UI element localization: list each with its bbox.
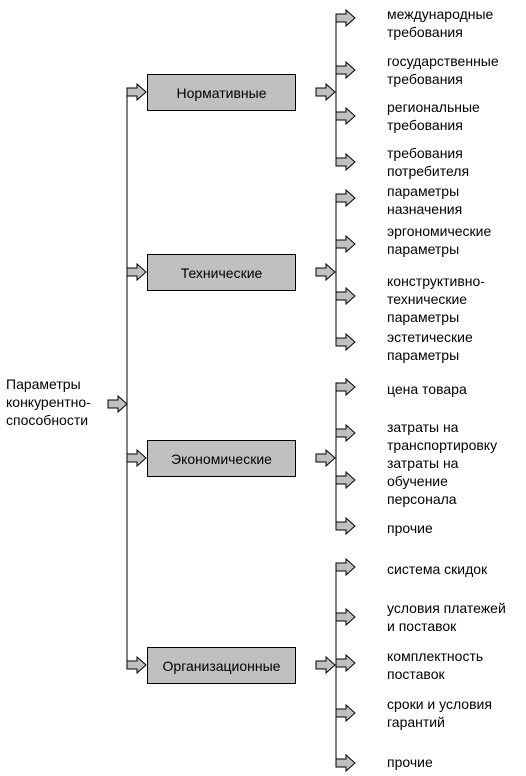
leaf-item: конструктивно- технические параметры xyxy=(387,272,523,326)
leaf-line: система скидок xyxy=(387,561,488,577)
arrow-icon xyxy=(335,152,356,172)
arrow-icon xyxy=(126,655,147,675)
arrow-icon xyxy=(315,82,336,102)
leaf-line: международные xyxy=(387,6,494,22)
leaf-line: параметры xyxy=(387,309,460,325)
leaf-line: комплектность xyxy=(387,648,484,664)
arrow-icon xyxy=(335,332,356,352)
leaf-line: параметры xyxy=(387,347,460,363)
root-label-line: Параметры xyxy=(6,376,81,392)
leaf-item: сроки и условия гарантий xyxy=(387,695,523,731)
leaf-line: эстетические xyxy=(387,329,473,345)
category-box-organizational: Организационные xyxy=(147,647,296,684)
arrow-icon xyxy=(335,377,356,397)
leaf-item: затраты на транспортировку xyxy=(387,418,523,454)
leaf-line: эргономические xyxy=(387,223,492,239)
arrow-icon xyxy=(315,448,336,468)
arrow-icon xyxy=(335,234,356,254)
leaf-line: требования xyxy=(387,117,463,133)
leaf-item: параметры назначения xyxy=(387,182,523,218)
leaf-line: назначения xyxy=(387,201,463,217)
leaf-item: региональные требования xyxy=(387,98,523,134)
leaf-line: требования xyxy=(387,71,463,87)
leaf-line: государственные xyxy=(387,53,499,69)
arrow-icon xyxy=(126,448,147,468)
leaf-line: параметры xyxy=(387,183,460,199)
category-box-economic: Экономические xyxy=(147,440,296,477)
leaf-line: требования xyxy=(387,24,463,40)
arrow-icon xyxy=(335,653,356,673)
leaf-line: транспортировку xyxy=(387,437,498,453)
category-label: Организационные xyxy=(162,657,281,674)
leaf-line: конструктивно- xyxy=(387,273,485,289)
arrow-icon xyxy=(335,557,356,577)
leaf-line: затраты на xyxy=(387,455,459,471)
arrow-icon xyxy=(335,753,356,773)
leaf-line: параметры xyxy=(387,241,460,257)
arrow-icon xyxy=(335,106,356,126)
category-box-technical: Технические xyxy=(147,254,296,291)
arrow-icon xyxy=(107,394,128,414)
leaf-item: эргономические параметры xyxy=(387,222,523,258)
leaf-line: условия платежей xyxy=(387,600,506,616)
leaf-line: и поставок xyxy=(387,618,457,634)
leaf-item: комплектность поставок xyxy=(387,647,523,683)
arrow-icon xyxy=(126,262,147,282)
leaf-line: цена товара xyxy=(387,381,467,397)
leaf-line: сроки и условия xyxy=(387,696,492,712)
leaf-item: затраты на обучение персонала xyxy=(387,454,523,508)
arrow-icon xyxy=(335,8,356,28)
arrow-icon xyxy=(335,60,356,80)
leaf-line: требования xyxy=(387,145,463,161)
category-box-normative: Нормативные xyxy=(147,74,296,111)
leaf-line: поставок xyxy=(387,666,445,682)
category-label: Технические xyxy=(180,264,263,281)
leaf-item: эстетические параметры xyxy=(387,328,523,364)
arrow-icon xyxy=(335,607,356,627)
leaf-item: прочие xyxy=(387,753,523,771)
arrow-icon xyxy=(335,470,356,490)
arrow-icon xyxy=(335,286,356,306)
leaf-item: система скидок xyxy=(387,560,523,578)
root-label-line: конкурентно- xyxy=(6,394,91,410)
category-label: Нормативные xyxy=(176,84,267,101)
arrow-icon xyxy=(126,82,147,102)
category-label: Экономические xyxy=(171,450,272,467)
leaf-line: прочие xyxy=(387,754,433,770)
leaf-item: цена товара xyxy=(387,380,523,398)
leaf-line: прочие xyxy=(387,520,433,536)
leaf-item: международные требования xyxy=(387,5,523,41)
leaf-item: условия платежей и поставок xyxy=(387,599,523,635)
arrow-icon xyxy=(315,655,336,675)
arrow-icon xyxy=(335,188,356,208)
leaf-item: государственные требования xyxy=(387,52,523,88)
arrow-icon xyxy=(335,516,356,536)
leaf-line: гарантий xyxy=(387,714,445,730)
leaf-line: обучение xyxy=(387,473,448,489)
arrow-icon xyxy=(315,262,336,282)
arrow-icon xyxy=(335,703,356,723)
leaf-line: потребителя xyxy=(387,163,470,179)
root-label: Параметры конкурентно- способности xyxy=(6,375,106,429)
leaf-line: технические xyxy=(387,291,468,307)
leaf-line: региональные xyxy=(387,99,480,115)
leaf-line: затраты на xyxy=(387,419,459,435)
leaf-item: прочие xyxy=(387,519,523,537)
leaf-line: персонала xyxy=(387,491,457,507)
leaf-item: требования потребителя xyxy=(387,144,523,180)
arrow-icon xyxy=(335,423,356,443)
root-label-line: способности xyxy=(6,412,89,428)
